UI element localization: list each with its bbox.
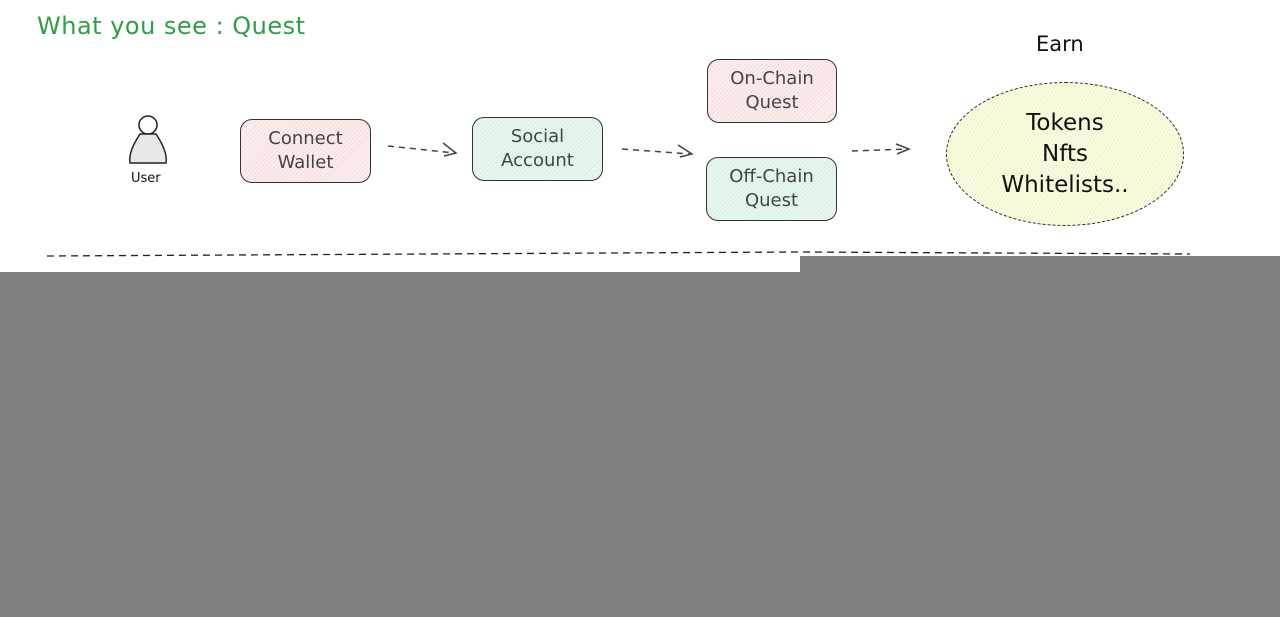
diagram-title: What you see : Quest (37, 12, 306, 40)
node-label: On-Chain (730, 68, 814, 89)
arrow-social-to-quests (621, 148, 691, 155)
connect-wallet-node: Connect Wallet (240, 119, 371, 183)
node-label: Account (501, 150, 574, 171)
social-account-node: Social Account (472, 117, 603, 181)
rewards-ellipse: Tokens Nfts Whitelists.. (946, 82, 1184, 226)
on-chain-quest-node: On-Chain Quest (707, 59, 837, 123)
reward-item: Whitelists.. (1001, 171, 1129, 198)
section-divider (46, 251, 1191, 257)
arrow-quests-to-earn (851, 148, 909, 152)
off-chain-quest-node: Off-Chain Quest (706, 157, 837, 221)
user-label: User (131, 171, 161, 186)
reward-item: Tokens (1026, 109, 1104, 136)
arrow-wallet-to-social (387, 145, 456, 154)
node-label: Quest (744, 190, 799, 211)
node-label: Connect (268, 128, 343, 149)
redacted-area (0, 272, 1280, 617)
reward-item: Nfts (1042, 140, 1088, 167)
node-label: Off-Chain (729, 166, 814, 187)
user-icon (128, 115, 168, 164)
node-label: Quest (745, 92, 799, 113)
earn-label: Earn (1036, 32, 1084, 56)
redacted-area (800, 256, 1280, 276)
node-label: Wallet (277, 152, 334, 173)
node-label: Social (510, 126, 565, 147)
